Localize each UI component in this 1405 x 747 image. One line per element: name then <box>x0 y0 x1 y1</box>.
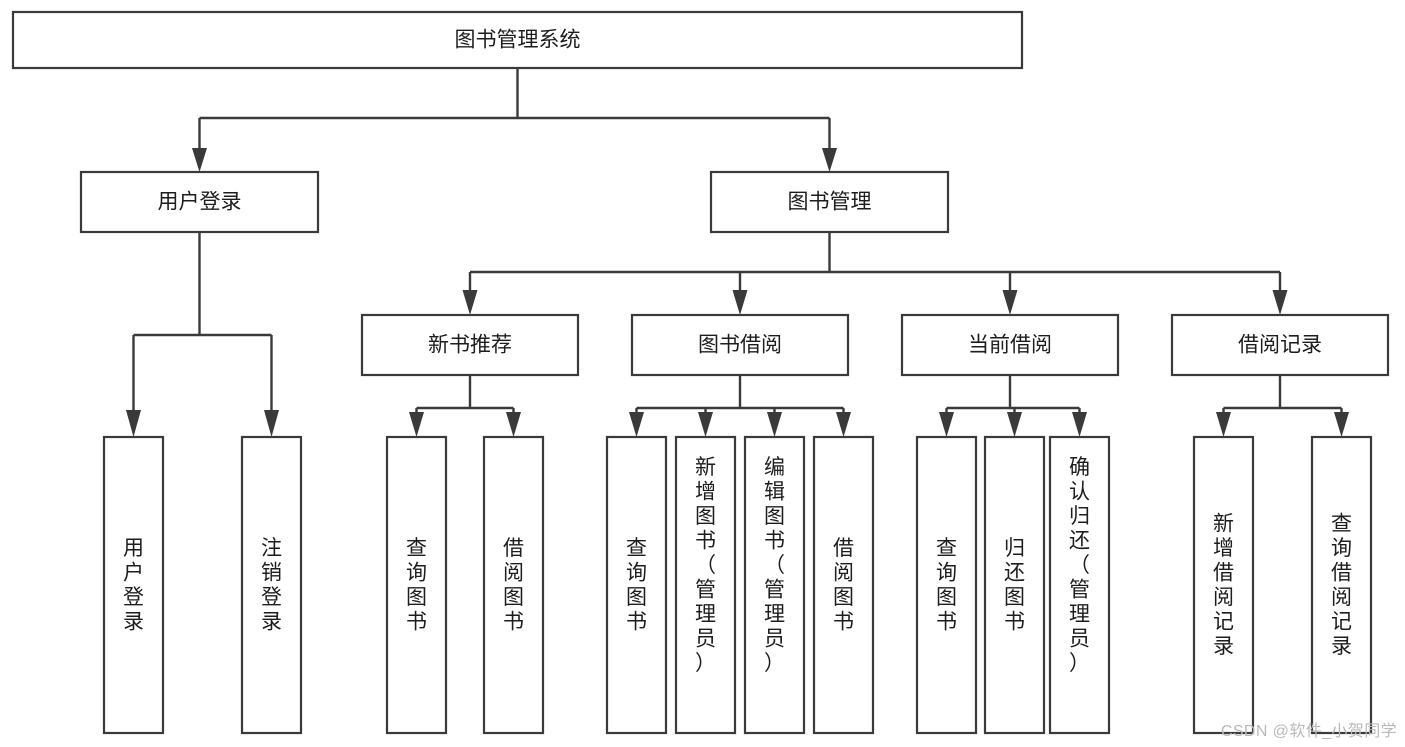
arrow-to-leaf-confirm-return <box>1072 412 1087 437</box>
arrow-to-current-borrow <box>1002 290 1018 315</box>
arrow-to-leaf-borrow-book-a <box>506 412 521 437</box>
leaf-node-box[interactable] <box>102 435 165 735</box>
edge-bookmanage-trunk <box>468 232 1282 292</box>
node-book-management-box[interactable] <box>709 170 950 234</box>
leaf-node[interactable]: 借阅图书 <box>482 435 545 735</box>
node-root-label: 图书管理系统 <box>455 29 581 52</box>
edge-bookborrow-trunk <box>635 375 845 414</box>
node-book-management[interactable]: 图书管理 <box>709 170 950 234</box>
leaf-node-label: 用户登录 <box>123 537 144 634</box>
leaf-node-box[interactable] <box>1310 435 1373 735</box>
leaf-node-label: 查询借阅记录 <box>1331 513 1352 659</box>
node-book-borrow-label: 图书借阅 <box>698 334 782 357</box>
node-root-system[interactable]: 图书管理系统 <box>11 10 1024 70</box>
leaf-node-box[interactable] <box>1048 435 1111 735</box>
leaf-node-label: 查询图书 <box>936 537 957 634</box>
arrow-to-new-book-rec <box>462 290 478 315</box>
arrow-to-borrow-record <box>1272 290 1288 315</box>
leaf-node-label: 借阅图书 <box>503 537 524 634</box>
leaf-node-label: 查询图书 <box>406 537 427 634</box>
leaf-node-box[interactable] <box>385 435 448 735</box>
node-borrow-record-box[interactable] <box>1170 313 1390 377</box>
leaf-node[interactable]: 查询图书 <box>915 435 978 735</box>
leaf-node-label: 借阅图书 <box>833 537 854 634</box>
leaf-node-box[interactable] <box>915 435 978 735</box>
leaf-node-box[interactable] <box>240 435 303 735</box>
leaf-node-box[interactable] <box>482 435 545 735</box>
leaf-node-box[interactable] <box>812 435 875 735</box>
leaf-node[interactable]: 确认归还（管理员） <box>1048 435 1111 735</box>
leaf-node-label: 新增图书（管理员） <box>695 456 716 675</box>
leaf-node[interactable]: 归还图书 <box>983 435 1046 735</box>
edge-newbook-trunk <box>415 375 515 414</box>
node-current-borrow-box[interactable] <box>900 313 1120 377</box>
edge-borrowrecord-trunk <box>1222 375 1343 414</box>
leaf-node-layer: 用户登录 注销登录 查询图书 借阅图书 查询图书 新增图书（管理员） 编辑图书（管理员） 借阅… <box>102 435 1373 735</box>
node-book-borrow-box[interactable] <box>630 313 850 377</box>
leaf-node[interactable]: 新增借阅记录 <box>1192 435 1255 735</box>
arrow-to-leaf-return-book <box>1007 412 1022 437</box>
node-borrow-record-label: 借阅记录 <box>1238 334 1322 357</box>
leaf-node[interactable]: 查询图书 <box>605 435 668 735</box>
leaf-node-label: 归还图书 <box>1004 537 1025 634</box>
leaf-node-label: 注销登录 <box>261 537 282 634</box>
arrow-to-leaf-user-login <box>126 410 141 437</box>
arrow-to-leaf-edit-book <box>767 412 782 437</box>
arrow-to-leaf-borrow-book-b <box>836 412 851 437</box>
leaf-node[interactable]: 编辑图书（管理员） <box>743 435 806 735</box>
node-borrow-record[interactable]: 借阅记录 <box>1170 313 1390 377</box>
node-user-login-label: 用户登录 <box>158 191 242 214</box>
leaf-node-box[interactable] <box>674 435 737 735</box>
leaf-node-box[interactable] <box>983 435 1046 735</box>
leaf-node[interactable]: 用户登录 <box>102 435 165 735</box>
node-book-borrow[interactable]: 图书借阅 <box>630 313 850 377</box>
csdn-watermark: CSDN @软件_小贺同学 <box>1220 723 1397 740</box>
leaf-node-label: 新增借阅记录 <box>1213 513 1234 659</box>
arrow-to-book-borrow <box>732 290 748 315</box>
leaf-node[interactable]: 查询图书 <box>385 435 448 735</box>
arrow-to-leaf-query-book-b <box>629 412 644 437</box>
leaf-node-box[interactable] <box>743 435 806 735</box>
node-new-book-recommend[interactable]: 新书推荐 <box>360 313 580 377</box>
arrow-to-book-manage <box>822 148 837 172</box>
leaf-node-label: 查询图书 <box>626 537 647 634</box>
node-user-login[interactable]: 用户登录 <box>79 170 320 234</box>
arrow-to-leaf-query-record <box>1334 412 1349 437</box>
leaf-node-box[interactable] <box>1192 435 1255 735</box>
node-new-book-recommend-box[interactable] <box>360 313 580 377</box>
leaf-node-label: 编辑图书（管理员） <box>764 456 785 675</box>
leaf-node-box[interactable] <box>605 435 668 735</box>
node-current-borrow-label: 当前借阅 <box>968 334 1052 357</box>
edge-userlogin-trunk <box>132 232 273 412</box>
edge-currentborrow-trunk <box>945 375 1081 414</box>
node-root-box[interactable] <box>11 10 1024 70</box>
arrow-to-leaf-add-book <box>698 412 713 437</box>
node-user-login-box[interactable] <box>79 170 320 234</box>
connector-layer <box>126 68 1349 437</box>
arrow-to-leaf-query-book-a <box>409 412 424 437</box>
leaf-node[interactable]: 新增图书（管理员） <box>674 435 737 735</box>
node-current-borrow[interactable]: 当前借阅 <box>900 313 1120 377</box>
arrow-to-leaf-add-record <box>1216 412 1231 437</box>
node-new-book-recommend-label: 新书推荐 <box>428 334 512 357</box>
arrow-to-leaf-query-book-c <box>939 412 954 437</box>
leaf-node[interactable]: 注销登录 <box>240 435 303 735</box>
arrow-to-user-login <box>192 148 207 172</box>
leaf-node-label: 确认归还（管理员） <box>1069 456 1090 675</box>
leaf-node[interactable]: 借阅图书 <box>812 435 875 735</box>
arrow-to-leaf-logout <box>264 410 279 437</box>
edge-root-trunk <box>198 68 831 150</box>
node-book-management-label: 图书管理 <box>788 191 872 214</box>
leaf-node[interactable]: 查询借阅记录 <box>1310 435 1373 735</box>
